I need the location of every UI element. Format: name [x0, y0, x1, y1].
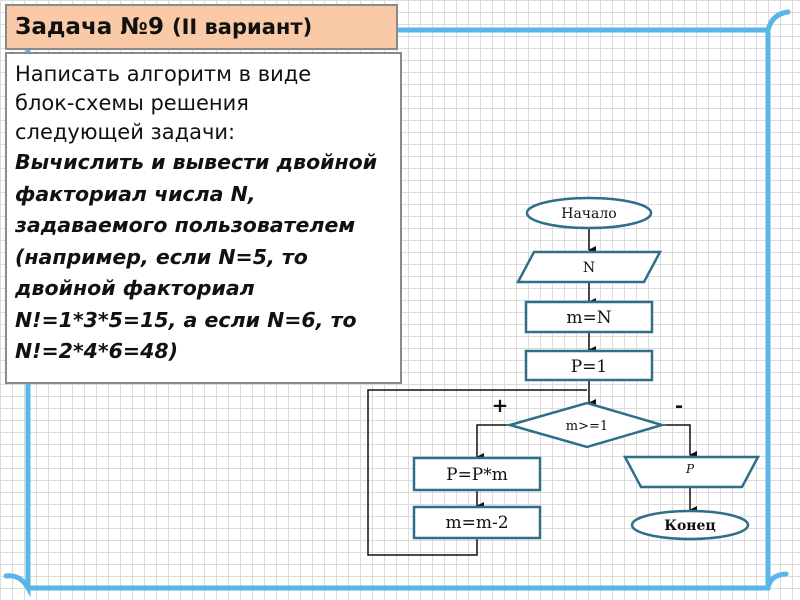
flowchart-assign-p: P=1 [524, 349, 654, 382]
flowchart-end: Конец [630, 509, 750, 541]
task-statement: Вычислить и вывести двойной факториал чи… [15, 150, 378, 363]
yes-branch-label: + [492, 393, 509, 417]
no-branch-label: - [675, 393, 683, 417]
flowchart-output: P [622, 455, 761, 489]
flowchart-condition: m>=1 [505, 401, 667, 449]
flowchart-assign-m: m=N [524, 300, 654, 334]
condition-label: m>=1 [566, 419, 608, 434]
task-description: Написать алгоритм в виде блок-схемы реше… [5, 52, 402, 384]
output-label: P [685, 462, 695, 476]
assign-p-label: P=1 [571, 357, 608, 377]
start-label: Начало [561, 206, 616, 222]
flowchart-start: Начало [525, 196, 653, 230]
title-text: Задача №9 [15, 14, 164, 40]
decrement-label: m=m-2 [445, 513, 508, 533]
slide-title: Задача №9 (II вариант) [5, 4, 398, 50]
flowchart-connectors [367, 228, 697, 556]
flowchart-input: N [515, 250, 663, 284]
task-intro: Написать алгоритм в виде блок-схемы реше… [15, 62, 312, 144]
multiply-label: P=P*m [446, 465, 508, 485]
end-label: Конец [664, 518, 716, 534]
flowchart-decrement: m=m-2 [412, 505, 542, 540]
assign-m-label: m=N [566, 308, 611, 328]
title-variant: (II вариант) [171, 15, 313, 39]
flowchart-multiply: P=P*m [412, 456, 542, 492]
input-label: N [583, 260, 595, 276]
